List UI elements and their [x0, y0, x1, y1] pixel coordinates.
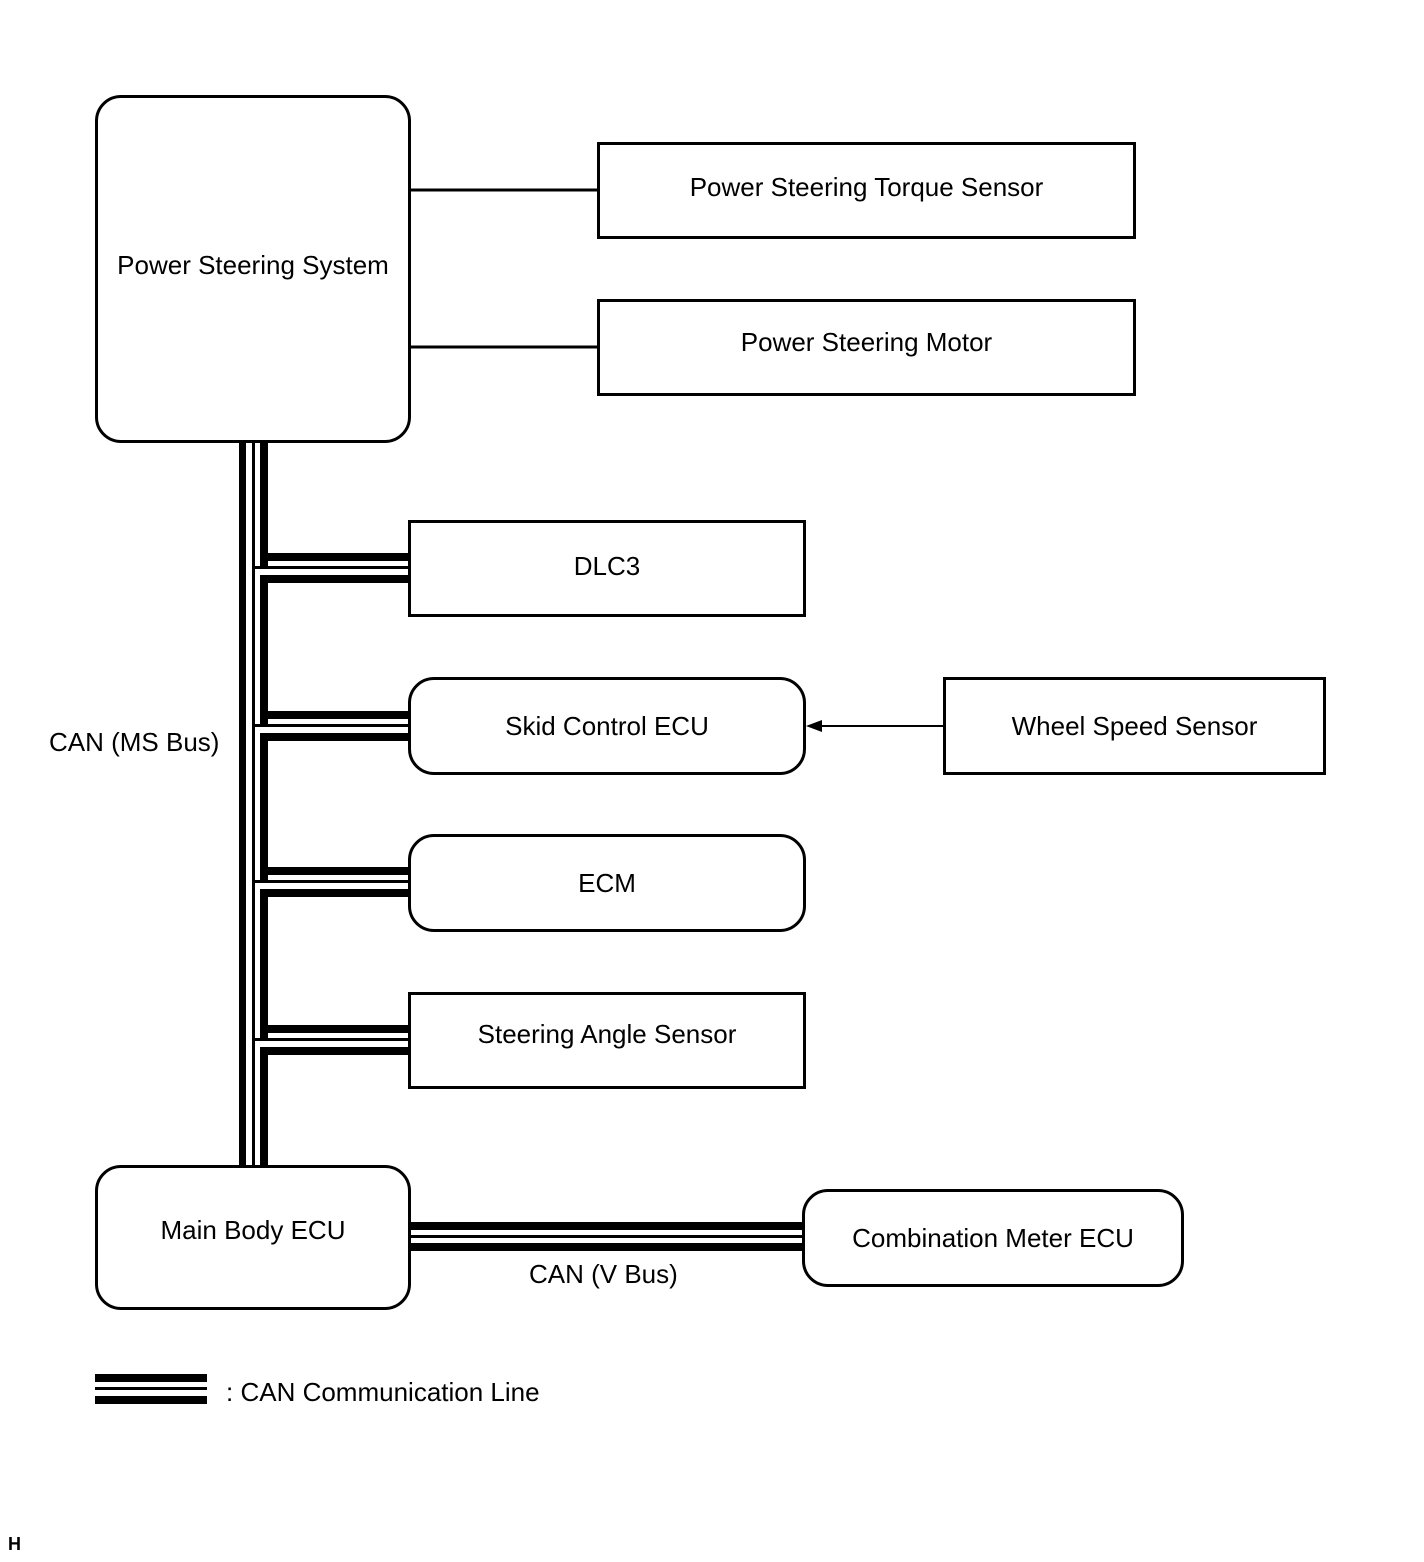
ecm-box: ECM — [408, 834, 806, 932]
combination-meter-ecu-label: Combination Meter ECU — [852, 1222, 1134, 1253]
torque-sensor-box: Power Steering Torque Sensor — [597, 142, 1136, 239]
legend-can-line-symbol — [95, 1374, 207, 1404]
main-body-ecu-label: Main Body ECU — [160, 1215, 346, 1245]
can-ms-bus-trunk — [239, 441, 268, 1167]
steering-motor-box: Power Steering Motor — [597, 299, 1136, 396]
dlc3-box: DLC3 — [408, 520, 806, 617]
torque-sensor-label: Power Steering Torque Sensor — [689, 172, 1044, 202]
can-ms-bus-label: CAN (MS Bus) — [49, 727, 220, 757]
can-branch-steering-angle-sensor — [255, 1025, 410, 1055]
ecm-label: ECM — [578, 867, 636, 898]
can-v-bus — [410, 1222, 804, 1251]
wheel-speed-sensor-box: Wheel Speed Sensor — [943, 677, 1326, 775]
dlc3-label: DLC3 — [573, 551, 641, 581]
main-body-ecu-box: Main Body ECU — [95, 1165, 411, 1310]
can-v-bus-label: CAN (V Bus) — [529, 1259, 678, 1289]
skid-control-ecu-box: Skid Control ECU — [408, 677, 806, 775]
corner-mark: H — [8, 1534, 21, 1554]
wheel-speed-sensor-label: Wheel Speed Sensor — [1011, 710, 1258, 741]
steering-motor-label: Power Steering Motor — [740, 327, 993, 357]
power-steering-system-box: Power Steering System — [95, 95, 411, 443]
wheel-speed-signal-arrow — [806, 720, 944, 732]
can-branch-skid-control-ecu — [255, 711, 410, 741]
steering-angle-sensor-box: Steering Angle Sensor — [408, 992, 806, 1089]
power-steering-system-label: Power Steering System — [117, 250, 389, 280]
can-branch-ecm — [255, 867, 410, 897]
legend-can-line-label: : CAN Communication Line — [226, 1377, 540, 1407]
combination-meter-ecu-box: Combination Meter ECU — [802, 1189, 1184, 1287]
can-branch-dlc3 — [255, 553, 410, 583]
skid-control-ecu-label: Skid Control ECU — [505, 710, 709, 741]
steering-angle-sensor-label: Steering Angle Sensor — [477, 1019, 737, 1049]
